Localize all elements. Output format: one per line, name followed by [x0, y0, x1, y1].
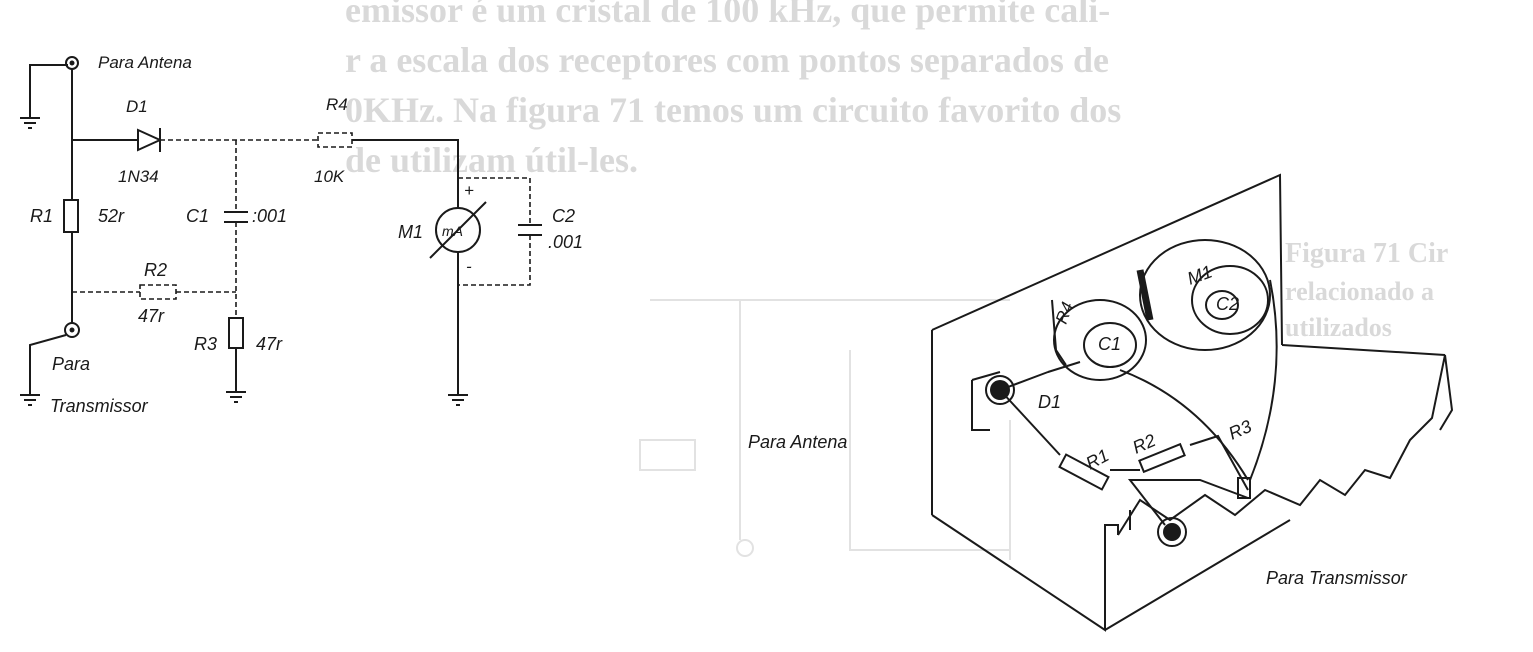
m1-unit: mA: [442, 223, 463, 239]
ghost-right-2: relacionado a: [1285, 277, 1434, 306]
chassis-front-edge: [1129, 344, 1446, 530]
assembly-label-r2: R2: [1129, 430, 1158, 458]
wire-r2-to-r3: [1189, 434, 1249, 491]
c2-label: C2: [552, 206, 575, 226]
bleed-through-text: emissor é um cristal de 100 kHz, que per…: [345, 0, 1448, 560]
wire-c1-to-r3: [1119, 369, 1249, 481]
wire-c2: [458, 177, 531, 286]
assembly-label-r3: R3: [1225, 416, 1254, 444]
m1-needle: [429, 201, 487, 259]
chassis-base: [931, 514, 1291, 632]
m1-label: M1: [398, 222, 423, 242]
r4-value: 10K: [314, 167, 345, 186]
antenna-ground-wire: [29, 64, 68, 118]
transmitter-socket-ring: [1157, 517, 1187, 547]
c2-value: .001: [548, 232, 583, 252]
r1-value: 52r: [98, 206, 125, 226]
assembly-label-r4: R4: [1052, 299, 1077, 326]
ghost-right-3: utilizados: [1285, 313, 1392, 342]
ghost-line-1: emissor é um cristal de 100 kHz, que per…: [345, 0, 1110, 30]
antenna-socket-ring: [985, 375, 1015, 405]
ghost-line-3: 0KHz. Na figura 71 temos um circuito fav…: [345, 90, 1121, 130]
c1-capacitor: [224, 211, 248, 223]
m1-terminal: [1205, 290, 1239, 320]
ghost-circuit: [639, 299, 1011, 560]
transmitter-socket: [1163, 523, 1181, 541]
antenna-connector-pin: [69, 60, 75, 66]
c1-label: C1: [186, 206, 209, 226]
assembly-label-para-antena: Para Antena: [748, 432, 847, 452]
m1-band: [1136, 269, 1154, 321]
r2-value: 47r: [138, 306, 165, 326]
r3-component: [1237, 477, 1251, 499]
r2-label: R2: [144, 260, 167, 280]
r4-label: R4: [326, 95, 348, 114]
antenna-bracket: [971, 371, 1001, 431]
ghost-right-1: Figura 71 Cir: [1285, 238, 1448, 269]
assembly-label-d1: D1: [1038, 392, 1061, 412]
ghost-line-4: de utilizam útil-les.: [345, 140, 638, 180]
wire-r3-to-transmitter: [1127, 479, 1249, 526]
assembly-label-c2: C2: [1216, 294, 1239, 314]
chassis-zigzag-edge: [1117, 354, 1454, 536]
d1-diode: [137, 128, 163, 152]
c1-value: :001: [252, 206, 287, 226]
wire-d1: [999, 361, 1081, 391]
label-transmissor: Transmissor: [50, 396, 149, 416]
label-para-antena: Para Antena: [98, 53, 192, 72]
d1-value: 1N34: [118, 167, 159, 186]
c1-body: [1053, 299, 1147, 381]
d1-label: D1: [126, 97, 148, 116]
m1-face: [1191, 265, 1269, 335]
label-para: Para: [52, 354, 90, 374]
m1-plus: +: [464, 181, 474, 200]
transmitter-connector-pin: [69, 327, 75, 333]
assembly-label-m1: M1: [1185, 261, 1215, 288]
transmitter-ground-wire: [29, 334, 67, 395]
wire-r4-to-meter: [352, 139, 459, 178]
m1-body: [1139, 239, 1271, 351]
ground-symbol-r3: [226, 391, 246, 403]
r3-label: R3: [194, 334, 217, 354]
assembly-label-c1: C1: [1098, 334, 1121, 354]
ground-symbol-transmitter: [20, 394, 40, 406]
r3-value: 47r: [256, 334, 283, 354]
ghost-line-2: r a escala dos receptores com pontos sep…: [345, 40, 1109, 80]
ground-symbol-meter: [448, 394, 468, 406]
c2-capacitor: [518, 224, 542, 236]
wire-m1-to-r3: [1249, 279, 1278, 481]
transmitter-connector: [64, 322, 80, 338]
ground-symbol-antenna: [20, 117, 40, 129]
r2-resistor: [139, 284, 177, 300]
r1-label: R1: [30, 206, 53, 226]
chassis-back-panel: [931, 173, 1283, 515]
assembly-label-para-transmissor: Para Transmissor: [1266, 568, 1408, 588]
schematic-diagram: Para Antena R1 52r D1 1N34 C1 :001 R3 47…: [20, 53, 583, 416]
r1-resistor: [63, 199, 79, 233]
c1-side: [1051, 299, 1067, 366]
r1-component: [1058, 453, 1110, 491]
c1-face: [1083, 322, 1137, 368]
m1-minus: -: [466, 257, 472, 276]
r2-component: [1138, 442, 1186, 474]
wire-antenna-to-r1: [999, 389, 1061, 456]
r3-resistor: [228, 317, 244, 349]
assembly-label-r1: R1: [1082, 445, 1112, 473]
